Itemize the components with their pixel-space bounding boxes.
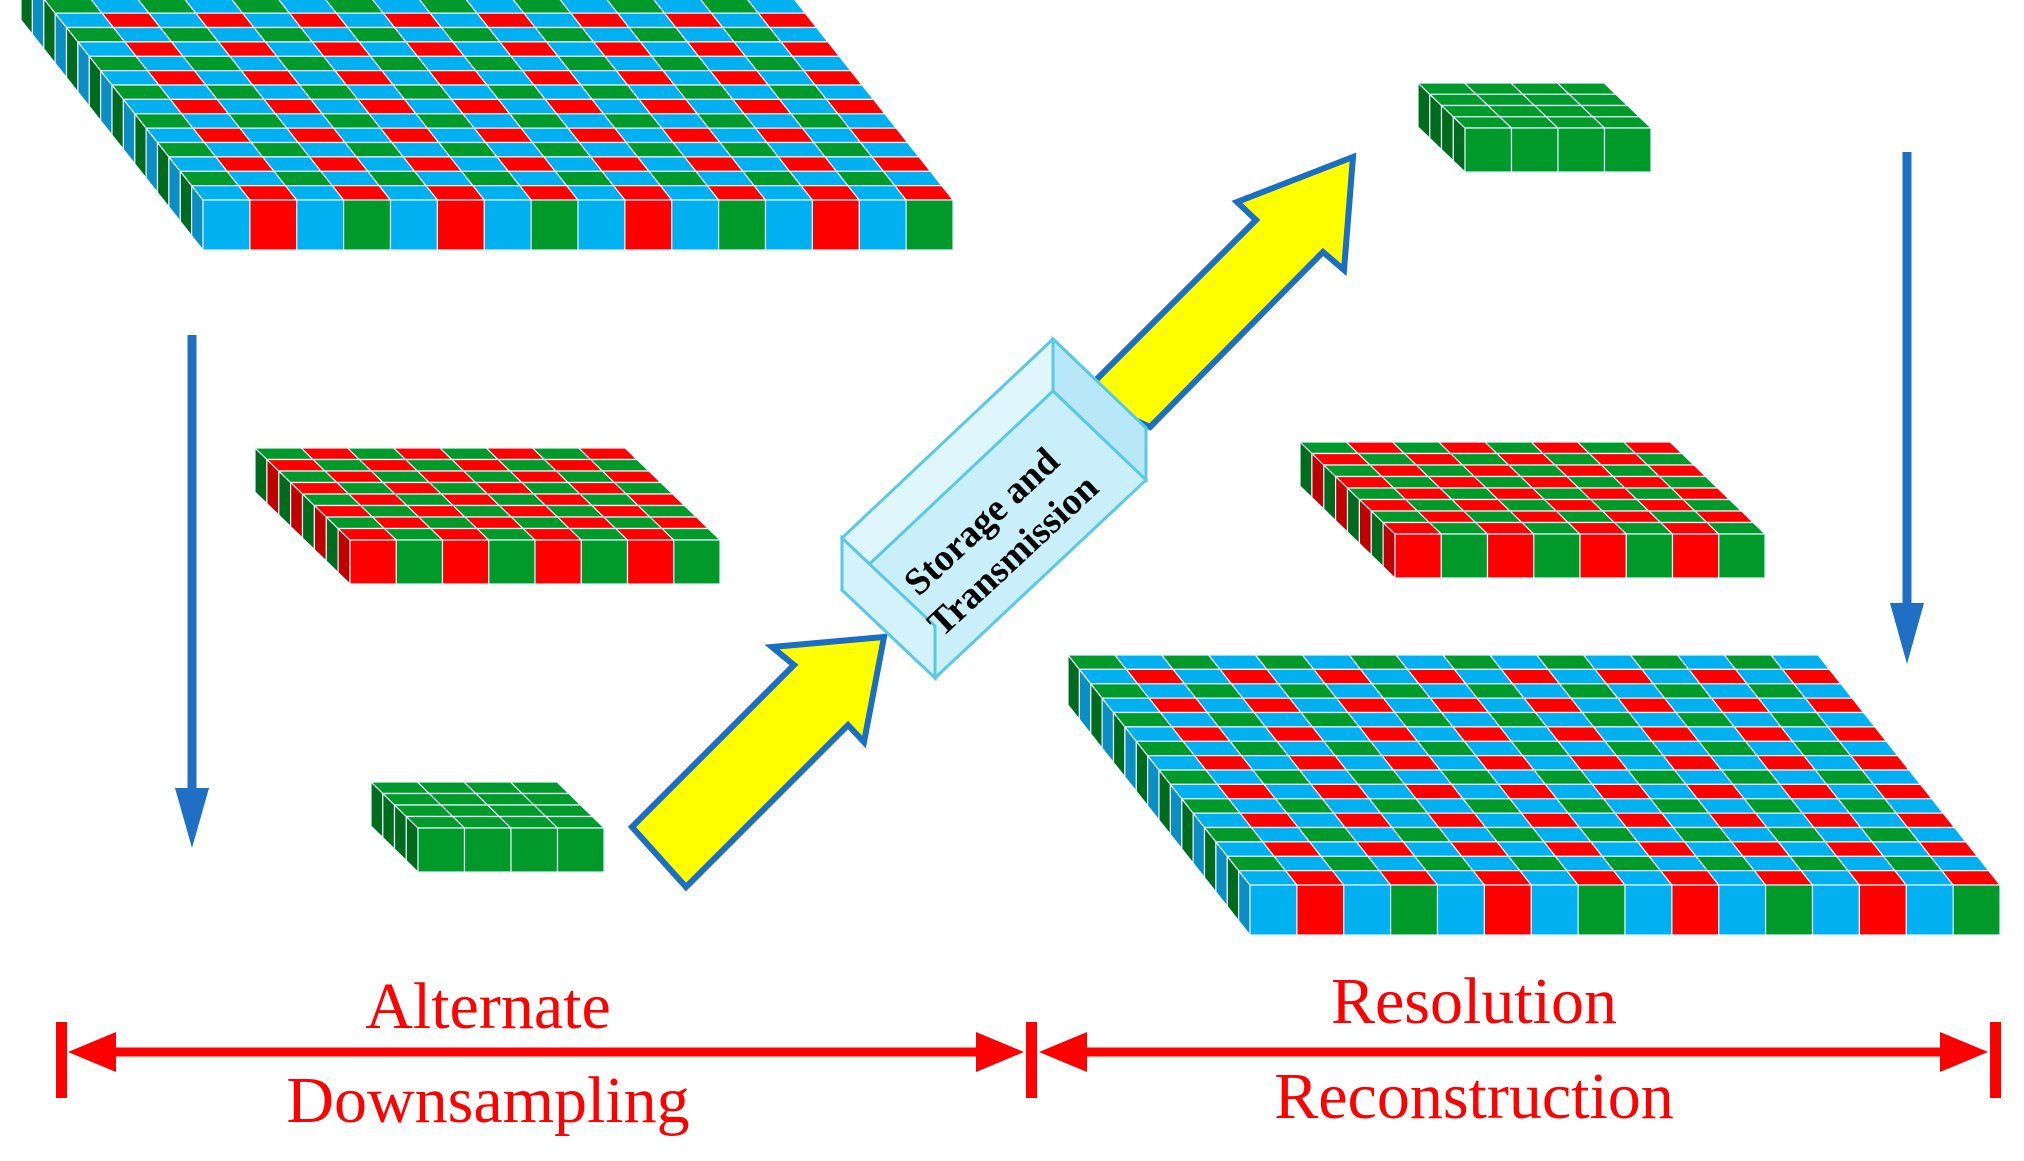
front-cell: [343, 199, 392, 251]
front-cell: [1579, 533, 1627, 579]
side-cell: [31, 0, 45, 51]
front-cell: [626, 539, 675, 585]
downsampling-range-left-head: [68, 1032, 116, 1072]
front-cell: [1718, 884, 1767, 936]
downsampling-range-arrow: [56, 1022, 1037, 1098]
front-cell: [1343, 884, 1392, 936]
front-cell: [1530, 884, 1579, 936]
storage-box-near-end: [840, 534, 937, 682]
front-cell: [1764, 884, 1814, 936]
front-cell: [673, 539, 721, 585]
front-cell: [1905, 884, 1954, 936]
pixel-block-green-small-right: [1416, 81, 1653, 174]
front-cell: [1624, 884, 1673, 936]
front-cell: [349, 539, 397, 585]
pixel-block-red-green-left: [253, 446, 722, 586]
front-cell: [671, 199, 720, 251]
front-cell: [1671, 533, 1720, 579]
front-cell: [764, 199, 814, 251]
front-cell: [1625, 533, 1674, 579]
front-cell: [1718, 533, 1766, 579]
pixel-block-full-bayer-top-left: [20, 0, 955, 252]
front-cell: [1486, 533, 1535, 579]
front-cell: [1483, 884, 1532, 936]
front-cell: [1533, 533, 1581, 579]
front-cell: [1858, 884, 1907, 936]
reconstruction-flow-arrow-head: [1890, 603, 1924, 664]
front-cell: [530, 199, 579, 251]
front-cell: [510, 827, 559, 873]
front-cell: [556, 827, 605, 873]
reconstruction-range-left-head: [1039, 1032, 1087, 1072]
reconstruction-range-arrow: [1039, 1022, 2001, 1098]
stage-label-reconstruction-line2: Reconstruction: [1274, 1060, 1674, 1133]
front-cell: [1557, 127, 1606, 173]
front-cell: [483, 199, 532, 251]
front-cell: [1811, 884, 1861, 936]
front-cell: [463, 827, 512, 873]
front-cell: [717, 199, 767, 251]
front-cell: [580, 539, 629, 585]
front-cell: [858, 199, 907, 251]
range-middle-bar: [1026, 1022, 1037, 1098]
front-cell: [1952, 884, 2001, 936]
front-cell: [624, 199, 673, 251]
front-cell: [249, 199, 298, 251]
front-cell: [296, 199, 345, 251]
front-cell: [811, 199, 860, 251]
reconstruction-flow-arrow: [1890, 152, 1924, 664]
front-cell: [1510, 127, 1559, 173]
front-cell: [577, 199, 626, 251]
front-cell: [1603, 127, 1652, 173]
front-cell: [389, 199, 438, 251]
downsampling-flow-arrow: [175, 335, 209, 848]
pixel-block-green-small-left: [369, 780, 606, 874]
pixel-block-full-bayer-bottom-right: [1066, 653, 2002, 937]
front-cell: [488, 539, 536, 585]
front-cell: [1436, 884, 1486, 936]
front-cell: [1394, 533, 1442, 579]
front-cell: [202, 199, 251, 251]
front-cell: [395, 539, 444, 585]
front-cell: [1577, 884, 1626, 936]
pixel-blocks-layer: [20, 0, 2002, 937]
stage-label-downsampling-line2: Downsampling: [286, 1064, 689, 1137]
front-cell: [417, 827, 466, 873]
pixel-block-red-green-right: [1298, 440, 1767, 580]
downsampling-range-right-head: [976, 1032, 1024, 1072]
front-cell: [1440, 533, 1489, 579]
downsampling-flow-arrow-head: [175, 788, 209, 848]
transmission-arrow-lower: [627, 633, 888, 892]
transmission-arrow-upper: [1075, 152, 1357, 431]
front-cell: [905, 199, 954, 251]
front-cell: [1296, 884, 1345, 936]
stage-label-downsampling-line1: Alternate: [365, 970, 611, 1043]
front-cell: [534, 539, 582, 585]
front-cell: [1389, 884, 1439, 936]
front-cell: [441, 539, 490, 585]
front-cell: [1249, 884, 1298, 936]
front-cell: [436, 199, 485, 251]
storage-transmission-box: Storage and Transmission: [839, 335, 1149, 682]
side-cell: [20, 0, 34, 37]
reconstruction-range-right-head: [1940, 1032, 1988, 1072]
stage-label-reconstruction-line1: Resolution: [1331, 965, 1617, 1038]
front-cell: [1464, 127, 1513, 173]
range-left-bar: [56, 1022, 67, 1098]
range-right-bar: [1990, 1022, 2001, 1098]
front-cell: [1671, 884, 1720, 936]
